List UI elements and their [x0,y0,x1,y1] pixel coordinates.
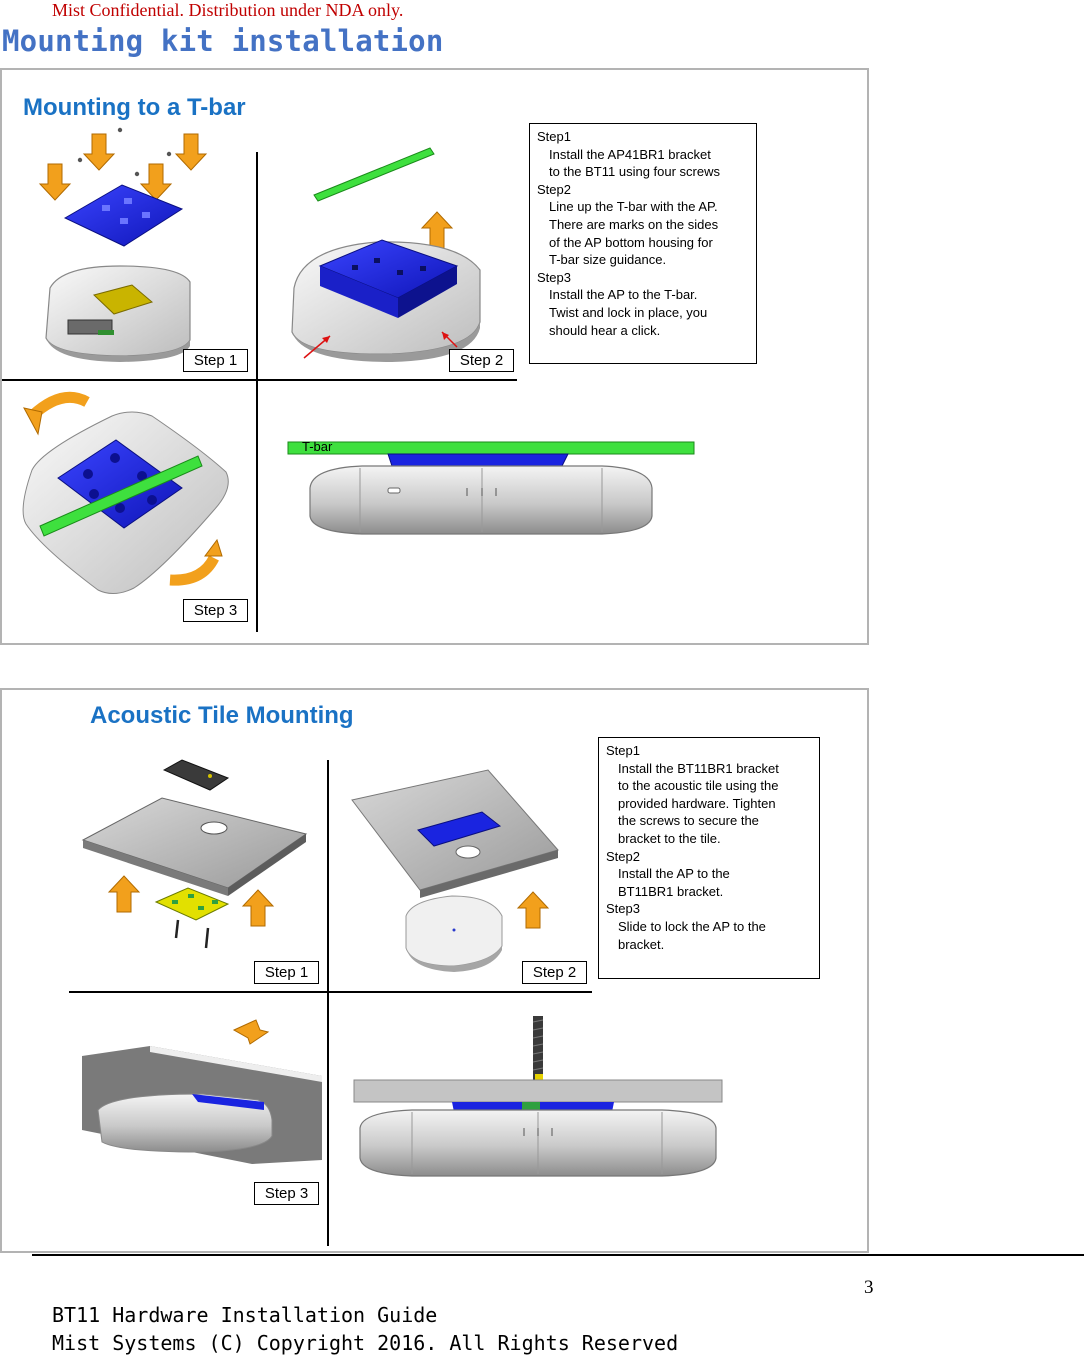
instr-line: to the BT11 using four screws [549,164,721,180]
footer-doc-title: BT11 Hardware Installation Guide [52,1303,438,1327]
tile-step1-illustration [81,759,308,949]
tbar-callout: T-bar [302,439,333,454]
tbar-side-illustration [287,441,695,535]
instr-step3-heading: Step3 [606,901,640,917]
up-arrow-icon [242,889,274,927]
instr-line: BT11BR1 bracket. [618,883,724,899]
instr-line: of the AP bottom housing for [549,234,713,250]
step1-illustration [39,127,207,362]
instr-step1-heading: Step1 [606,743,640,758]
instr-step2-heading: Step2 [537,181,571,197]
up-arrow-icon [421,211,453,249]
acoustic-tile-figure: Acoustic Tile Mounting Step 1 Step 2 Ste… [0,688,869,1253]
footer-copyright: Mist Systems (C) Copyright 2016. All Rig… [52,1331,679,1355]
instr-line: T-bar size guidance. [549,252,667,268]
instr-line: Install the AP to the T-bar. [549,287,698,303]
up-arrow-icon [517,891,549,929]
tbar-illustration [2,127,695,632]
confidentiality-notice: Mist Confidential. Distribution under ND… [52,0,404,20]
footer-rule [32,1254,1084,1256]
instr-line: Install the AP to the [618,866,730,882]
instr-line: bracket to the tile. [618,830,721,846]
instr-line: Install the AP41BR1 bracket [549,146,711,162]
step2-illustration [291,147,481,362]
instr-line: Install the BT11BR1 bracket [618,760,779,776]
instr-line: the screws to secure the [618,813,759,829]
instr-line: Line up the T-bar with the AP. [549,199,718,215]
down-arrow-icon [175,133,207,171]
step2-label: Step 2 [522,961,587,984]
step2-label: Step 2 [449,349,514,372]
step3-label: Step 3 [183,599,248,622]
instr-line: Slide to lock the AP to the [618,918,766,934]
down-arrow-icon [83,133,115,171]
tile-side-illustration [353,1016,723,1177]
tile-illustration [69,759,723,1246]
tbar-figure-title: Mounting to a T-bar [23,94,246,121]
step1-label: Step 1 [254,961,319,984]
instr-line: bracket. [618,936,665,952]
instr-step2-heading: Step2 [606,848,640,864]
instr-line: There are marks on the sides [549,216,719,232]
tbar-instructions-box: Step1 Install the AP41BR1 bracket to the… [529,123,757,364]
instr-line: should hear a click. [549,322,661,338]
step1-label: Step 1 [183,349,248,372]
tile-figure-title: Acoustic Tile Mounting [90,702,354,729]
instr-step3-heading: Step3 [537,269,571,285]
tile-step2-illustration [351,769,559,972]
instr-line: to the acoustic tile using the [618,778,779,794]
page-number: 3 [864,1277,874,1298]
instr-step1-heading: Step1 [537,129,571,144]
instr-line: Twist and lock in place, you [549,304,708,320]
down-arrow-icon [39,163,71,201]
tbar-mounting-figure: Mounting to a T-bar Step 1 Step 2 Step 3… [0,68,869,645]
step3-label: Step 3 [254,1182,319,1205]
instr-line: provided hardware. Tighten [618,795,776,811]
up-arrow-icon [108,875,140,913]
tile-instructions-box: Step1 Install the BT11BR1 bracket to the… [598,737,820,979]
section-title: Mounting kit installation [2,24,444,58]
tile-step3-illustration [82,1019,322,1164]
step3-illustration [22,391,229,594]
